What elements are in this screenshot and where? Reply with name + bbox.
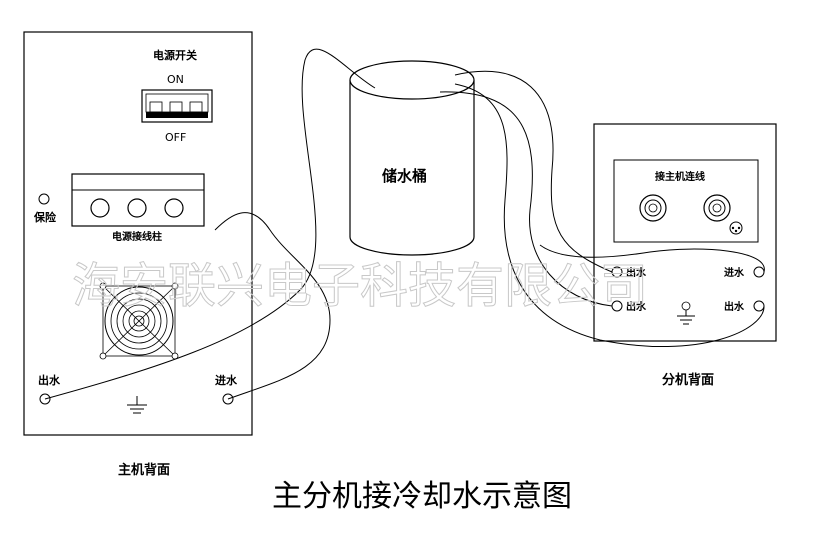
hose-sub-in [539, 244, 765, 273]
terminal-icon [127, 198, 147, 218]
sub-unit-caption: 分机背面 [662, 372, 714, 388]
switch-on-label: ON [167, 73, 184, 86]
main-water-out-label: 出水 [38, 373, 61, 387]
ground-icon [127, 396, 147, 414]
hose-main-in [214, 212, 331, 400]
connector-socket-icon[interactable] [703, 194, 731, 222]
sub-water-out-label-3: 出水 [724, 300, 745, 313]
connector-socket-icon[interactable] [639, 194, 667, 222]
hose-tank-to-sub-3 [454, 83, 765, 347]
small-socket-icon[interactable] [729, 221, 743, 235]
fuse-icon[interactable] [38, 193, 50, 205]
hose-main-out-to-tank [44, 48, 376, 400]
sub-water-in-label: 进水 [724, 266, 745, 279]
water-tank [349, 60, 475, 256]
sub-ground-icon [677, 301, 695, 325]
sub-water-out-port-3[interactable] [753, 300, 765, 312]
sub-water-out-label-2: 出水 [626, 300, 647, 313]
sub-water-in-port[interactable] [753, 266, 765, 278]
connector-label: 接主机连线 [655, 170, 705, 183]
sub-water-out-label-1: 出水 [626, 266, 647, 279]
water-hoses [44, 48, 765, 400]
hose-tank-to-sub-1 [454, 70, 613, 273]
watermark: 海安联兴电子科技有限公司 [72, 258, 648, 314]
main-water-in-label: 进水 [215, 373, 238, 387]
power-switch[interactable] [141, 89, 213, 123]
main-unit-caption: 主机背面 [118, 462, 170, 478]
terminal-icon [90, 198, 110, 218]
connector-box [613, 159, 759, 243]
main-unit-panel [23, 31, 253, 436]
terminal-icon [164, 198, 184, 218]
switch-off-label: OFF [165, 131, 186, 144]
fuse-label: 保险 [33, 210, 57, 224]
power-terminal-block [71, 173, 205, 227]
terminal-label: 电源接线柱 [112, 230, 162, 243]
power-switch-label: 电源开关 [153, 48, 197, 62]
fan-grille-icon [99, 282, 179, 360]
sub-unit-panel [593, 123, 777, 342]
hose-tank-to-sub-2 [439, 91, 613, 307]
diagram-title: 主分机接冷却水示意图 [272, 479, 572, 514]
water-tank-label: 储水桶 [382, 167, 427, 185]
